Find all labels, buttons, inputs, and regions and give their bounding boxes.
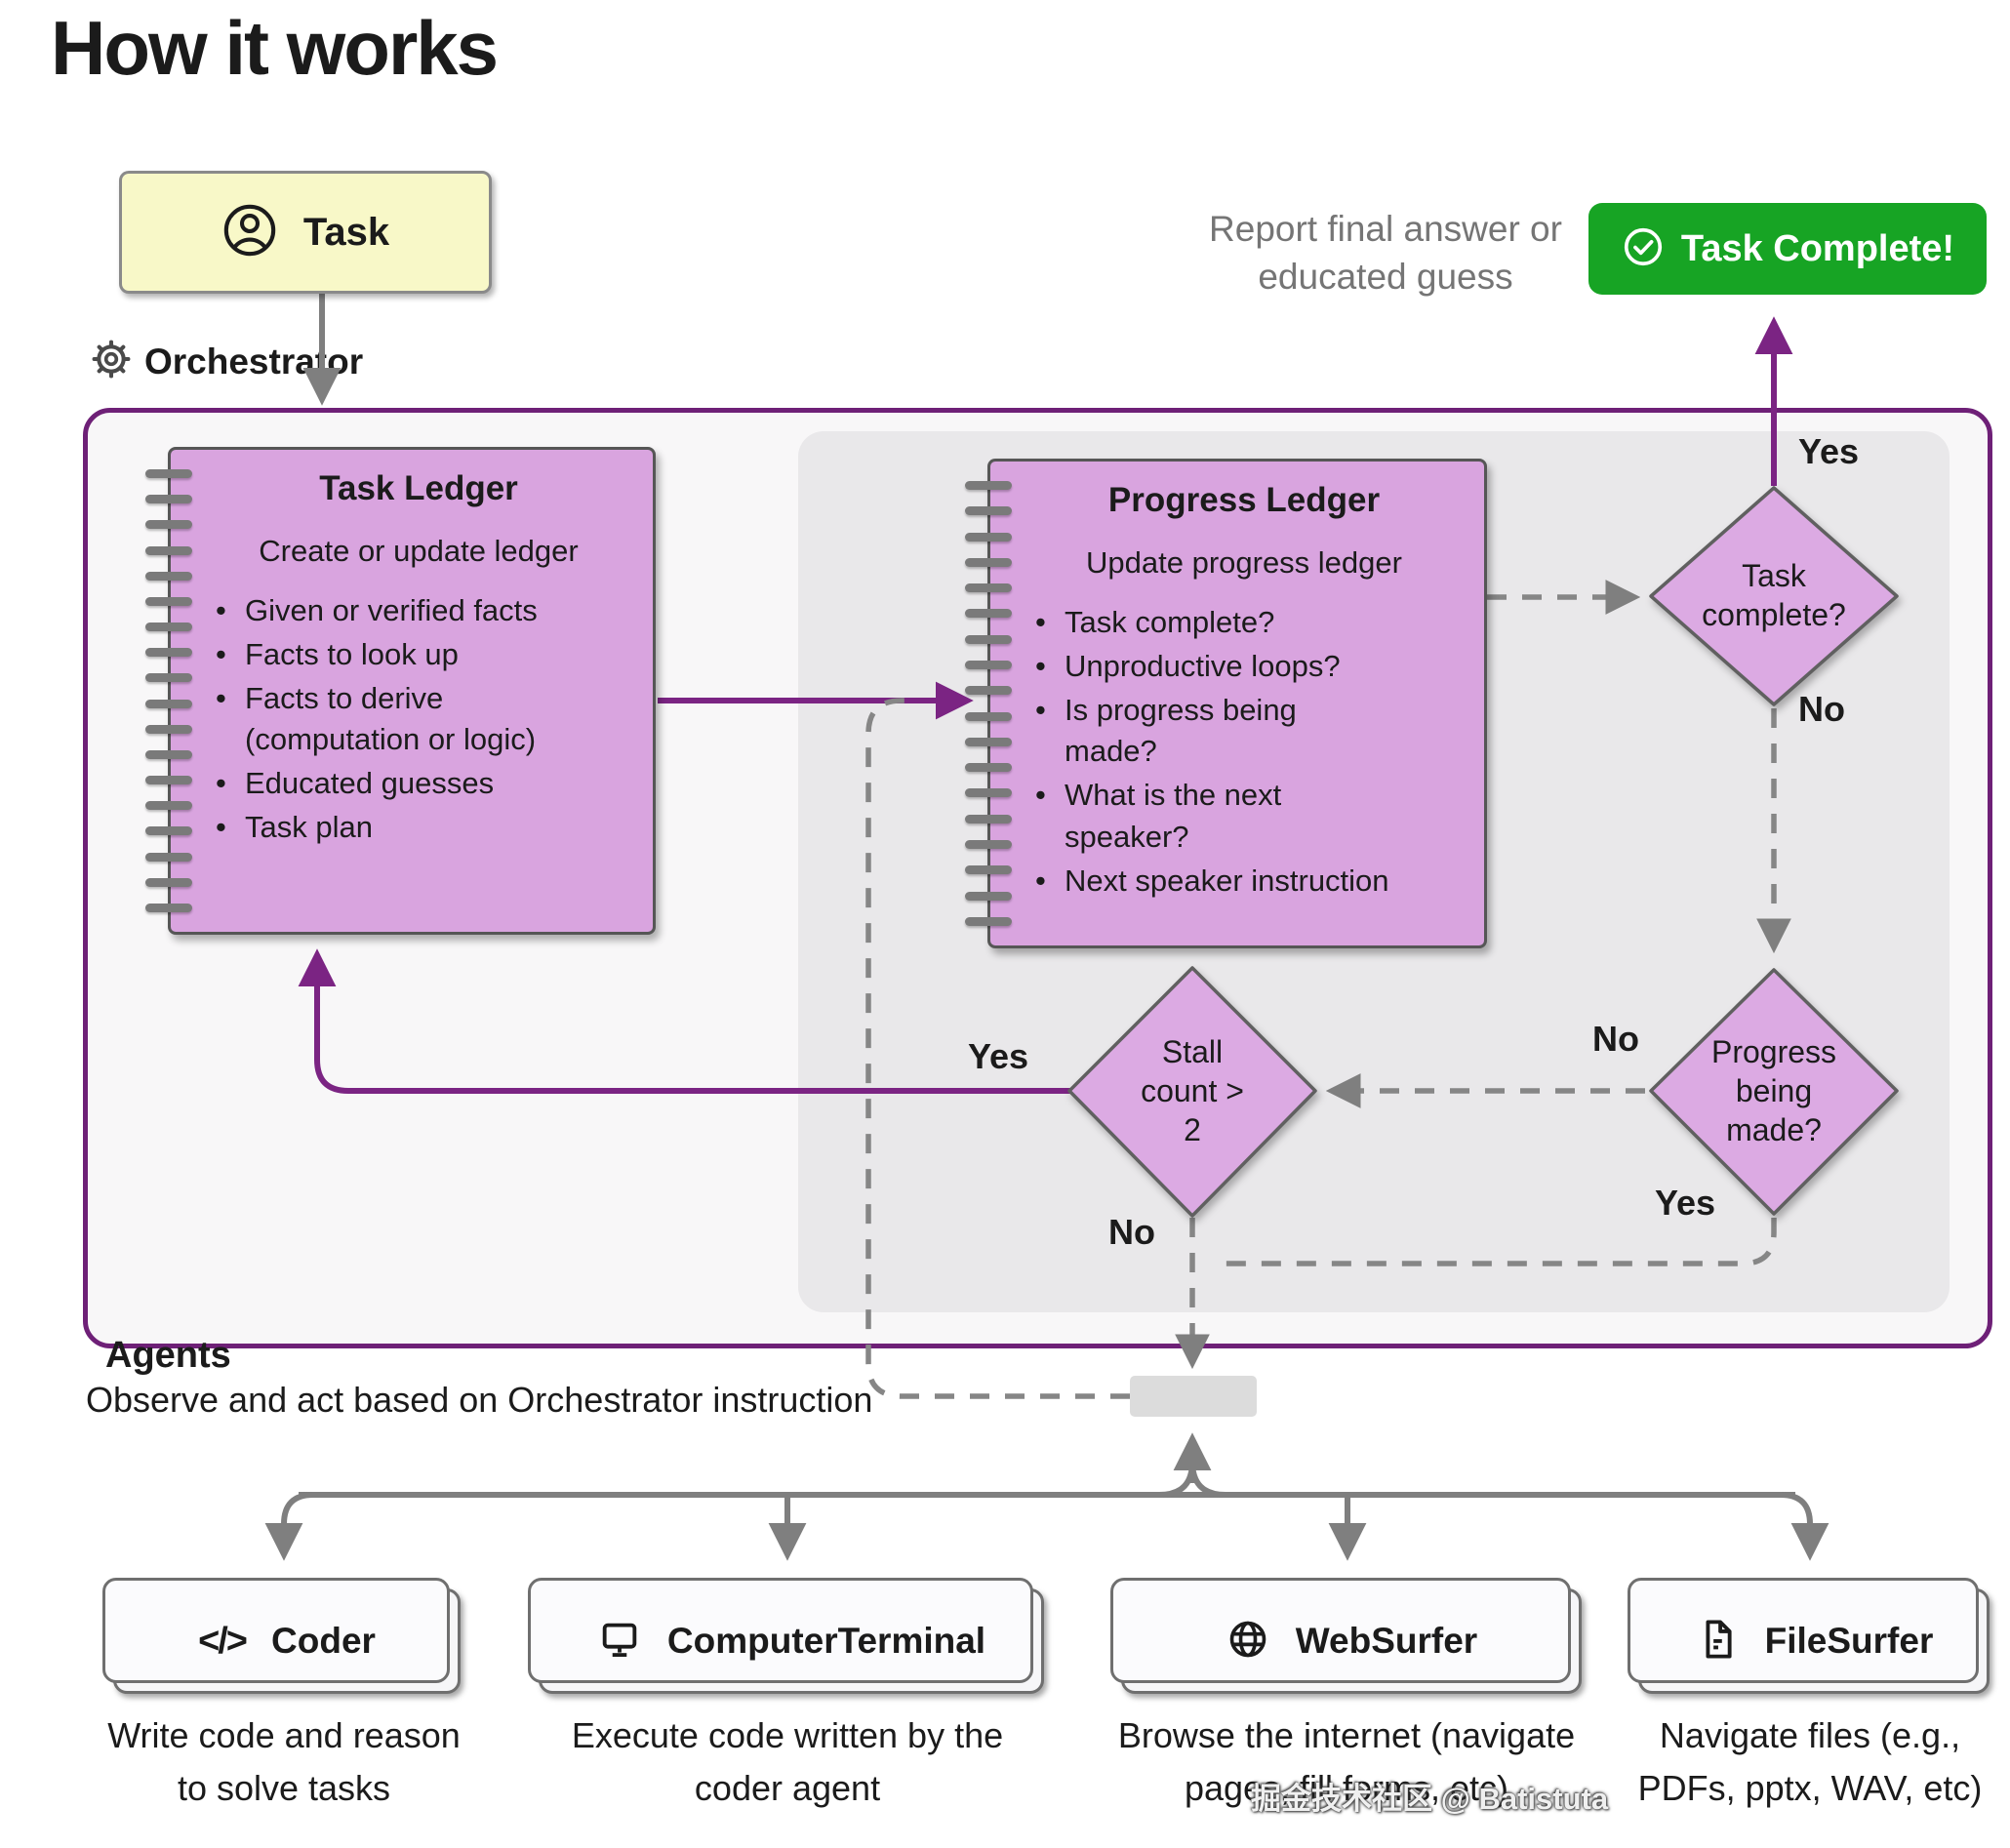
agent-card-websurfer: WebSurfer [1110, 1578, 1582, 1694]
spiral-binding [145, 469, 192, 912]
progress-ledger-title: Progress Ledger [1107, 481, 1381, 519]
diamond-task-complete [1649, 486, 1899, 706]
list-item: Facts to derive (computation or logic) [210, 678, 627, 762]
agents-section-subtitle: Observe and act based on Orchestrator in… [86, 1380, 873, 1420]
list-item: Given or verified facts [210, 590, 627, 632]
bus-fork-left-curve [1158, 1461, 1195, 1498]
agent-label: WebSurfer [1295, 1621, 1478, 1661]
task-ledger-bullets: Given or verified facts Facts to look up… [210, 590, 627, 849]
task-ledger-title: Task Ledger [319, 469, 518, 507]
task-complete-badge: Task Complete! [1588, 203, 1987, 295]
list-item: Next speaker instruction [1029, 861, 1459, 903]
diamond-stall-count [1067, 966, 1317, 1218]
task-node-label: Task [302, 210, 390, 254]
task-node: Task [119, 171, 492, 294]
list-item: What is the next speaker? [1029, 775, 1459, 859]
file-icon [1695, 1617, 1740, 1667]
agent-card-computerterminal: ComputerTerminal [528, 1578, 1044, 1694]
task-ledger: Task Ledger Create or update ledger Give… [145, 447, 656, 935]
list-item: Task complete? [1029, 602, 1459, 644]
label-no-stall: No [1108, 1212, 1155, 1252]
page-title: How it works [51, 5, 499, 91]
user-icon [221, 202, 278, 263]
agent-desc-filesurfer: Navigate files (e.g.,PDFs, pptx, WAV, et… [1637, 1715, 1983, 1808]
agent-label: FileSurfer [1764, 1621, 1934, 1661]
code-icon: </> [198, 1620, 248, 1662]
edge-stallyes-to-taskledger [298, 948, 1071, 1094]
progress-made-decision-text: Progress being made? [1710, 1034, 1837, 1147]
task-complete-label: Task Complete! [1680, 227, 1955, 269]
globe-icon [1226, 1617, 1270, 1667]
agent-junction-node [1130, 1376, 1257, 1417]
edge-progress-yes-merge [1214, 1218, 1777, 1266]
task-ledger-subtitle: Create or update ledger [259, 534, 579, 568]
agent-card-coder: </> Coder [102, 1578, 461, 1694]
terminal-icon [597, 1617, 642, 1667]
list-item: Educated guesses [210, 763, 627, 805]
list-item: Unproductive loops? [1029, 646, 1459, 688]
bus-branch-coder [264, 1492, 314, 1561]
edge-agent-return [865, 698, 1130, 1399]
stall-count-decision-text: Stall count > 2 [1141, 1034, 1244, 1147]
spiral-binding [965, 481, 1012, 926]
bus-branch-filesurfer [1780, 1492, 1829, 1561]
gear-icon [90, 338, 133, 385]
bus-fork-right-curve [1189, 1461, 1226, 1498]
agents-section-title: Agents [105, 1335, 231, 1376]
list-item: Task plan [210, 807, 627, 849]
list-item: Facts to look up [210, 634, 627, 676]
label-yes-task-complete: Yes [1798, 431, 1860, 471]
watermark: 掘金技术社区 @ Batistuta [1251, 1782, 1609, 1816]
label-no-task-complete: No [1798, 689, 1845, 729]
check-circle-icon [1621, 224, 1666, 274]
label-no-progress: No [1592, 1019, 1639, 1059]
progress-ledger-subtitle: Update progress ledger [1086, 545, 1402, 580]
progress-ledger: Progress Ledger Update progress ledger T… [965, 459, 1487, 948]
list-item: Is progress being made? [1029, 690, 1459, 774]
report-note: Report final answer or educated guess [1209, 209, 1562, 298]
agent-label: ComputerTerminal [666, 1621, 986, 1661]
agent-card-filesurfer: FileSurfer [1628, 1578, 1990, 1694]
progress-ledger-bullets: Task complete? Unproductive loops? Is pr… [1029, 602, 1459, 902]
diamond-progress-made [1649, 968, 1899, 1216]
label-yes-progress: Yes [1655, 1183, 1716, 1223]
agent-label: Coder [271, 1621, 376, 1661]
task-complete-decision-text: Task complete? [1702, 558, 1846, 632]
label-yes-stall: Yes [968, 1036, 1029, 1076]
